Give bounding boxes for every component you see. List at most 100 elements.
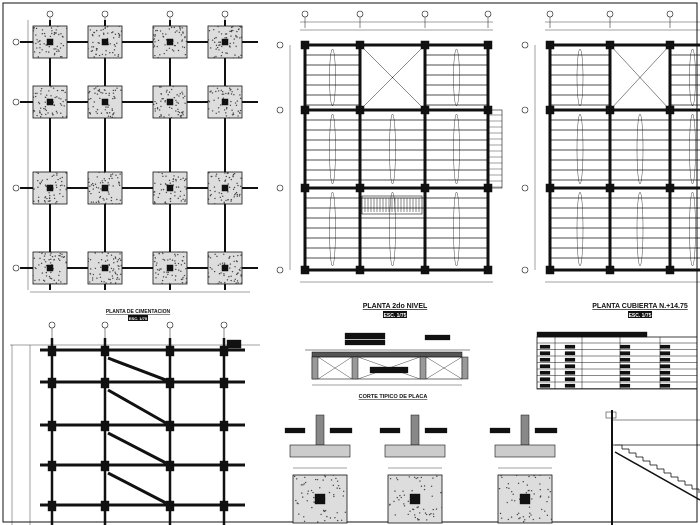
concrete-hatch bbox=[112, 278, 113, 279]
concrete-hatch bbox=[182, 199, 183, 200]
callout-label bbox=[425, 335, 450, 340]
concrete-hatch bbox=[44, 267, 45, 268]
concrete-hatch bbox=[118, 268, 119, 269]
concrete-hatch bbox=[524, 519, 525, 520]
table-cell bbox=[565, 358, 575, 362]
concrete-hatch bbox=[218, 90, 219, 91]
concrete-hatch bbox=[527, 484, 528, 485]
column bbox=[606, 106, 614, 114]
concrete-hatch bbox=[93, 46, 94, 47]
concrete-hatch bbox=[39, 40, 40, 41]
concrete-hatch bbox=[417, 477, 418, 478]
concrete-hatch bbox=[97, 86, 98, 87]
concrete-hatch bbox=[218, 107, 219, 108]
concrete-hatch bbox=[53, 194, 54, 195]
concrete-hatch bbox=[170, 198, 171, 199]
concrete-hatch bbox=[35, 34, 36, 35]
concrete-hatch bbox=[423, 509, 424, 510]
concrete-hatch bbox=[178, 111, 179, 112]
concrete-hatch bbox=[96, 187, 97, 188]
concrete-hatch bbox=[337, 512, 338, 513]
concrete-hatch bbox=[170, 182, 171, 183]
concrete-hatch bbox=[313, 501, 314, 502]
concrete-hatch bbox=[225, 33, 226, 34]
concrete-hatch bbox=[414, 477, 415, 478]
concrete-hatch bbox=[112, 98, 113, 99]
axis-bubble bbox=[522, 267, 528, 273]
table-cell bbox=[660, 358, 670, 362]
concrete-hatch bbox=[160, 101, 161, 102]
concrete-hatch bbox=[90, 268, 91, 269]
concrete-hatch bbox=[108, 184, 109, 185]
concrete-hatch bbox=[237, 255, 238, 256]
concrete-hatch bbox=[58, 97, 59, 98]
concrete-hatch bbox=[501, 477, 502, 478]
concrete-hatch bbox=[103, 199, 104, 200]
callout-label bbox=[345, 333, 385, 339]
concrete-hatch bbox=[404, 494, 405, 495]
concrete-hatch bbox=[225, 200, 226, 201]
concrete-hatch bbox=[224, 172, 225, 173]
second-level-title: PLANTA 2do NIVEL bbox=[363, 303, 428, 310]
concrete-hatch bbox=[118, 279, 119, 280]
concrete-hatch bbox=[549, 477, 550, 478]
concrete-hatch bbox=[45, 261, 46, 262]
concrete-hatch bbox=[112, 31, 113, 32]
concrete-hatch bbox=[54, 32, 55, 33]
concrete-hatch bbox=[59, 260, 60, 261]
concrete-hatch bbox=[36, 47, 37, 48]
concrete-hatch bbox=[89, 191, 90, 192]
concrete-hatch bbox=[415, 517, 416, 518]
column bbox=[301, 41, 309, 49]
concrete-hatch bbox=[237, 194, 238, 195]
concrete-hatch bbox=[233, 94, 234, 95]
concrete-hatch bbox=[180, 93, 181, 94]
concrete-hatch bbox=[317, 479, 318, 480]
concrete-hatch bbox=[530, 514, 531, 515]
concrete-hatch bbox=[234, 194, 235, 195]
concrete-hatch bbox=[304, 477, 305, 478]
concrete-hatch bbox=[116, 279, 117, 280]
concrete-hatch bbox=[88, 108, 89, 109]
concrete-hatch bbox=[233, 112, 234, 113]
concrete-hatch bbox=[218, 31, 219, 32]
concrete-hatch bbox=[108, 191, 109, 192]
concrete-hatch bbox=[185, 178, 186, 179]
concrete-hatch bbox=[38, 197, 39, 198]
table-cell bbox=[540, 371, 550, 375]
concrete-hatch bbox=[169, 258, 170, 259]
concrete-hatch bbox=[221, 33, 222, 34]
concrete-hatch bbox=[175, 100, 176, 101]
concrete-hatch bbox=[114, 44, 115, 45]
column bbox=[47, 185, 53, 191]
concrete-hatch bbox=[54, 198, 55, 199]
concrete-hatch bbox=[431, 486, 432, 487]
concrete-hatch bbox=[34, 257, 35, 258]
concrete-hatch bbox=[94, 56, 95, 57]
concrete-hatch bbox=[91, 201, 92, 202]
concrete-hatch bbox=[221, 55, 222, 56]
concrete-hatch bbox=[499, 488, 500, 489]
concrete-hatch bbox=[409, 510, 410, 511]
concrete-hatch bbox=[55, 182, 56, 183]
concrete-hatch bbox=[236, 282, 237, 283]
concrete-hatch bbox=[313, 497, 314, 498]
concrete-hatch bbox=[63, 90, 64, 91]
concrete-hatch bbox=[165, 203, 166, 204]
concrete-hatch bbox=[155, 277, 156, 278]
concrete-hatch bbox=[59, 189, 60, 190]
concrete-hatch bbox=[56, 201, 57, 202]
axis-bubble bbox=[422, 11, 428, 17]
concrete-hatch bbox=[33, 28, 34, 29]
concrete-hatch bbox=[166, 90, 167, 91]
concrete-hatch bbox=[54, 34, 55, 35]
beam-section bbox=[48, 461, 56, 471]
concrete-hatch bbox=[59, 255, 60, 256]
table-cell bbox=[660, 384, 670, 388]
concrete-hatch bbox=[237, 195, 238, 196]
concrete-hatch bbox=[224, 282, 225, 283]
table-cell bbox=[620, 352, 630, 356]
concrete-hatch bbox=[41, 49, 42, 50]
concrete-hatch bbox=[226, 176, 227, 177]
concrete-hatch bbox=[33, 42, 34, 43]
